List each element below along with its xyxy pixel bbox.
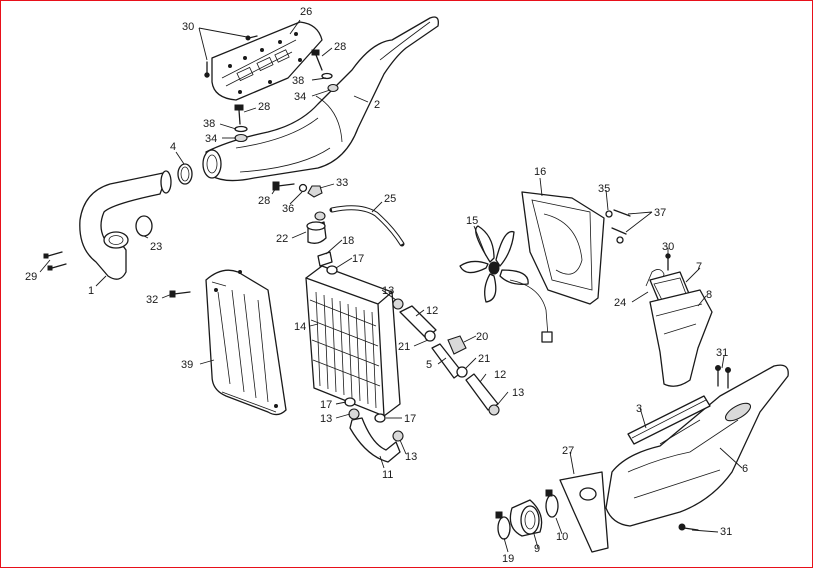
- callout-17: 17: [320, 399, 332, 411]
- callout-34: 34: [205, 133, 217, 145]
- part-13-clamp-d: [488, 404, 500, 416]
- callout-19: 19: [502, 553, 514, 565]
- part-17-clip-upper: [326, 265, 338, 275]
- callout-28: 28: [334, 41, 346, 53]
- callout-17: 17: [352, 253, 364, 265]
- callout-27: 27: [562, 445, 574, 457]
- callout-1: 1: [88, 285, 94, 297]
- callout-34: 34: [294, 91, 306, 103]
- callout-22: 22: [276, 233, 288, 245]
- callout-36: 36: [282, 203, 294, 215]
- callout-30: 30: [662, 241, 674, 253]
- part-28-bolt-upper: [311, 49, 339, 93]
- callout-13: 13: [382, 285, 394, 297]
- part-3-grille-strip: [627, 395, 711, 445]
- callout-37: 37: [654, 207, 666, 219]
- part-18-filler-neck: [317, 251, 333, 267]
- callout-38: 38: [203, 118, 215, 130]
- callout-3: 3: [636, 403, 642, 415]
- callout-38: 38: [292, 75, 304, 87]
- part-11-lower-hose: [349, 417, 401, 463]
- part-24-spring: [645, 269, 665, 287]
- part-17-clip-lower-a: [344, 397, 356, 407]
- callout-labels: 30 26 28 38 34 2 28 38 34 4 33 28 36 25 …: [25, 6, 748, 565]
- part-9-duct-connector: [509, 499, 543, 537]
- part-13-clamp-c: [392, 430, 404, 442]
- callout-18: 18: [342, 235, 354, 247]
- part-31-screw-lower: [678, 523, 699, 531]
- part-19-clamp: [495, 511, 511, 540]
- part-22-radiator-cap: [306, 211, 327, 244]
- callout-5: 5: [426, 359, 432, 371]
- part-20-fitting: [447, 335, 467, 355]
- callout-31: 31: [720, 526, 732, 538]
- part-8-air-duct: [649, 289, 713, 387]
- part-23-gasket: [135, 215, 153, 237]
- part-12-hose-upper: [399, 305, 437, 339]
- callout-4: 4: [170, 141, 176, 153]
- part-14-radiator: [305, 265, 401, 417]
- callout-21: 21: [478, 353, 490, 365]
- callout-2: 2: [374, 99, 380, 111]
- callout-24: 24: [614, 297, 626, 309]
- callout-31: 31: [716, 347, 728, 359]
- part-13-clamp-b: [348, 408, 360, 420]
- part-30-screw-b: [665, 253, 671, 271]
- callout-25: 25: [384, 193, 396, 205]
- part-17-clip-lower-b: [374, 413, 386, 423]
- part-10-clamp: [545, 489, 559, 518]
- part-1-header-pipe: [79, 170, 172, 280]
- callout-26: 26: [300, 6, 312, 18]
- callout-15: 15: [466, 215, 478, 227]
- part-28-bolt-lower: [272, 181, 323, 198]
- callout-17: 17: [404, 413, 416, 425]
- part-29-studs: [43, 251, 67, 271]
- part-39-radiator-grille: [205, 269, 287, 416]
- part-35-fastener: [605, 210, 613, 218]
- callout-16: 16: [534, 166, 546, 178]
- callout-13: 13: [320, 413, 332, 425]
- callout-28: 28: [258, 101, 270, 113]
- callout-30: 30: [182, 21, 194, 33]
- callout-14: 14: [294, 321, 306, 333]
- callout-35: 35: [598, 183, 610, 195]
- callout-23: 23: [150, 241, 162, 253]
- part-37-fastener: [611, 209, 631, 244]
- callout-11: 11: [382, 469, 393, 481]
- callout-13: 13: [405, 451, 417, 463]
- part-16-fan-shroud: [521, 191, 605, 305]
- part-2-exhaust-manifold: [202, 16, 439, 182]
- callout-21: 21: [398, 341, 410, 353]
- part-21-clamp-b: [456, 366, 468, 378]
- part-6-side-fairing: [605, 364, 789, 527]
- part-31-screws-upper: [715, 365, 731, 389]
- callout-12: 12: [426, 305, 438, 317]
- callout-20: 20: [476, 331, 488, 343]
- callout-33: 33: [336, 177, 348, 189]
- part-25-overflow-hose: [329, 205, 405, 247]
- part-15-fan: [459, 225, 553, 343]
- part-4-clamp-ring: [177, 163, 193, 185]
- callout-39: 39: [181, 359, 193, 371]
- callout-6: 6: [742, 463, 748, 475]
- part-27-bracket: [559, 471, 609, 553]
- callout-8: 8: [706, 289, 712, 301]
- part-26-heat-shield: [211, 21, 323, 101]
- part-21-clamp-a: [424, 330, 436, 342]
- callout-29: 29: [25, 271, 37, 283]
- part-32-screw: [169, 290, 191, 298]
- callout-10: 10: [556, 531, 568, 543]
- part-28-bolt-mid: [234, 104, 248, 143]
- callout-7: 7: [696, 261, 702, 273]
- callout-28: 28: [258, 195, 270, 207]
- callout-13: 13: [512, 387, 524, 399]
- part-13-clamp-a: [392, 298, 404, 310]
- callout-12: 12: [494, 369, 506, 381]
- callout-9: 9: [534, 543, 540, 555]
- callout-32: 32: [146, 294, 158, 306]
- leader-lines: [39, 19, 743, 553]
